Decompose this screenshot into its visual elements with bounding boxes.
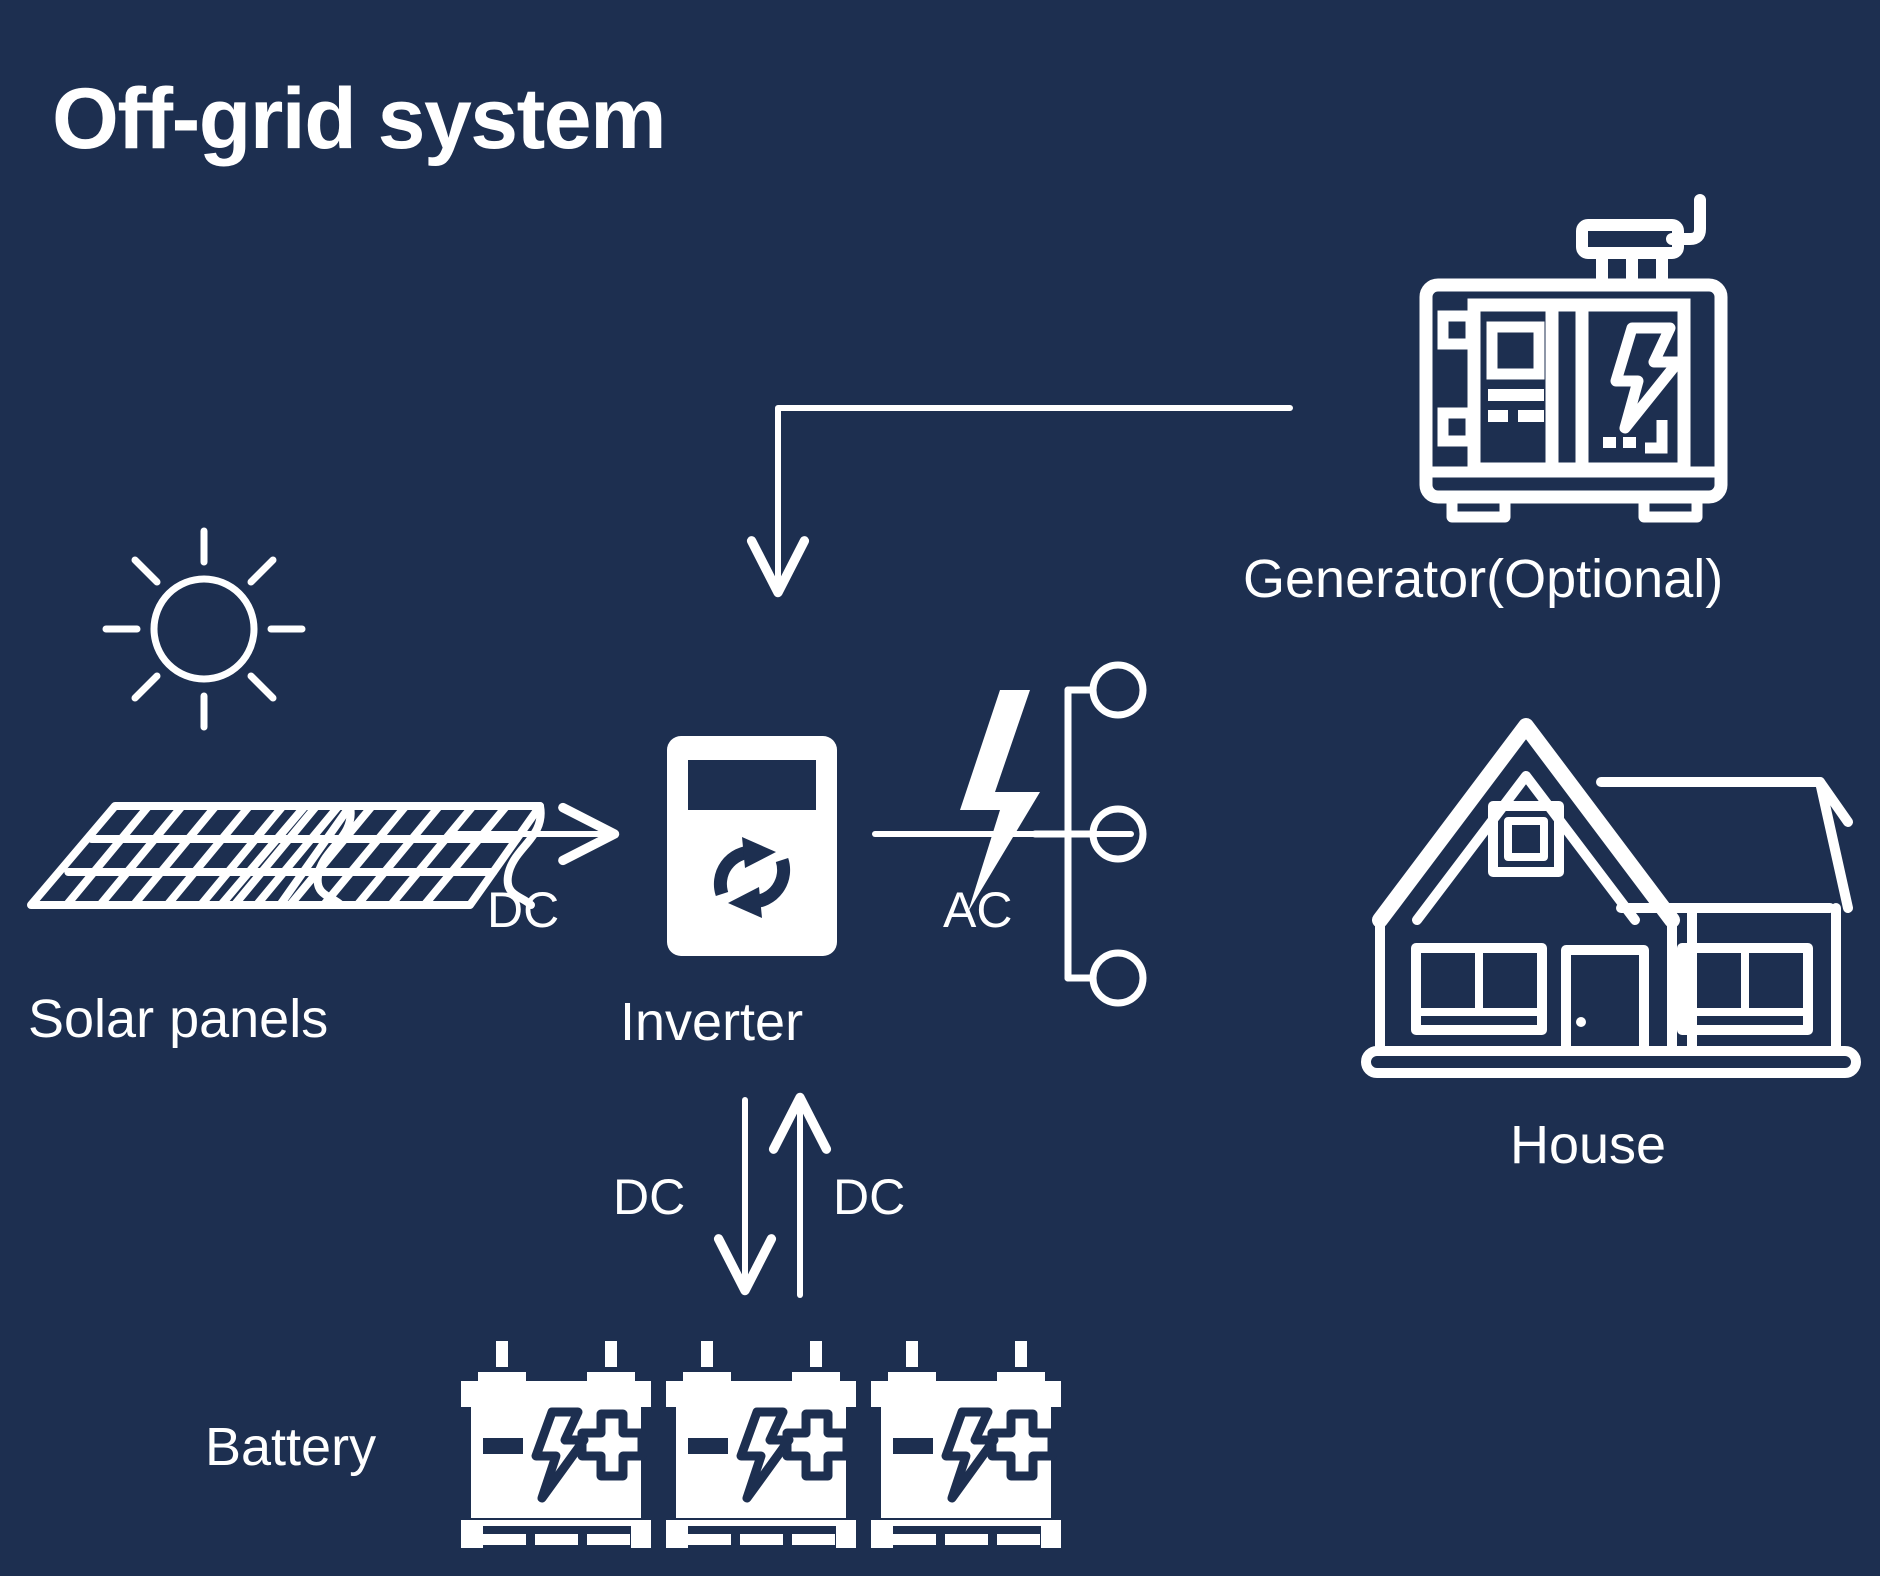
solar-panels-label: Solar panels — [28, 989, 329, 1049]
generator-icon — [1419, 194, 1728, 523]
generator-label: Generator(Optional) — [1243, 549, 1724, 609]
flow-label-dc-to-battery: DC — [613, 1169, 686, 1225]
house-icon — [1361, 718, 1861, 1078]
distribution-tree-icon — [1031, 661, 1147, 1007]
battery-icon — [871, 1341, 1061, 1548]
flow-label-dc-solar: DC — [487, 882, 560, 938]
flow-arrow-generator-to-inverter — [746, 405, 1293, 598]
lightning-bolt-icon — [960, 690, 1040, 912]
battery-icon — [666, 1341, 856, 1548]
inverter-label: Inverter — [620, 992, 804, 1052]
sun-icon — [102, 527, 306, 731]
house-label: House — [1510, 1115, 1667, 1175]
battery-label: Battery — [205, 1417, 377, 1477]
inverter-icon — [667, 736, 837, 956]
flow-label-dc-from-battery: DC — [833, 1169, 906, 1225]
solar-panel-icon — [27, 802, 545, 909]
page-title: Off-grid system — [52, 71, 667, 167]
battery-icon — [461, 1341, 651, 1548]
